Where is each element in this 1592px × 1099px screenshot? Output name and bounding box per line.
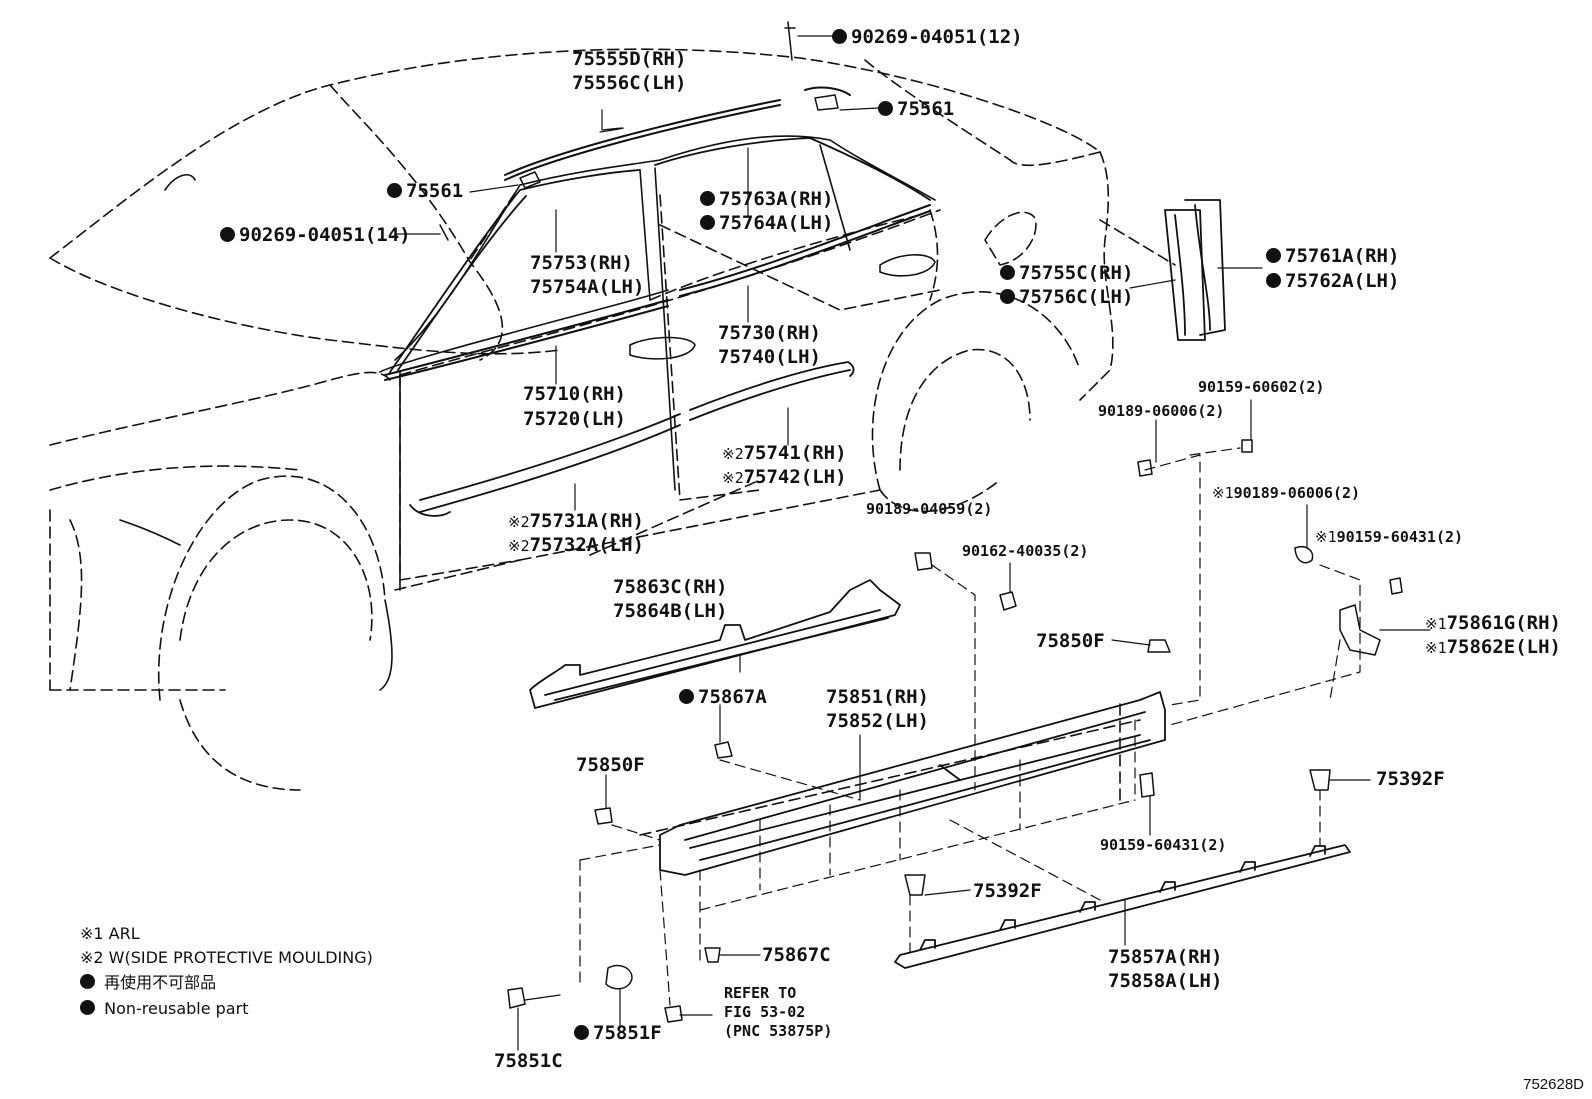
roof-moulding [504,86,851,181]
non-reusable-dot-icon [220,227,235,242]
part-label-75561-left: 75561 [387,180,463,202]
figure-id: 752628D [1523,1076,1584,1093]
part-label-75864b-lh: 75864B(LH) [613,600,728,622]
part-label-75556c-lh: 75556C(LH) [572,72,687,94]
legend-jp: 再使用不可部品 [80,973,216,993]
part-label-75851f: 75851F [574,1022,662,1044]
non-reusable-dot-icon [80,974,95,989]
non-reusable-dot-icon [832,29,847,44]
leader-lines [394,35,1431,1051]
non-reusable-dot-icon [1000,265,1015,280]
part-label-90269-04051-14: 90269-04051(14) [220,224,411,246]
part-label-75851c: 75851C [494,1050,563,1072]
part-label-90159-60431: 90159-60431(2) [1100,836,1227,854]
part-label-75861g-rh: ※175861G(RH) [1425,612,1561,634]
part-label-75710-rh: 75710(RH) [523,383,626,405]
part-label-75731a-rh: ※275731A(RH) [508,510,644,532]
door-lines [119,135,936,691]
part-label-75851-rh: 75851(RH) [826,686,929,708]
part-label-75730-rh: 75730(RH) [718,322,821,344]
part-label-75740-lh: 75740(LH) [718,346,821,368]
part-label-75720-lh: 75720(LH) [523,408,626,430]
part-label-75850f-left: 75850F [576,754,645,776]
part-label-75754a-lh: 75754A(LH) [530,276,645,298]
rocker-inner-moulding [894,844,1351,969]
legend-arl: ※1 ARL [80,924,140,943]
assembly-guides [579,447,1361,1006]
part-label-75863c-rh: 75863C(RH) [613,576,728,598]
part-label-75867a: 75867A [679,686,767,708]
part-label-75392f-right: 75392F [1376,768,1445,790]
rocker-panel-main [659,691,1166,876]
part-label-75858a-lh: 75858A(LH) [1108,970,1223,992]
part-label-75741-rh: ※275741(RH) [722,442,847,464]
part-label-90269-04051-12: 90269-04051(12) [832,26,1023,48]
c-pillar-garnish [1164,199,1226,341]
legend-side-moulding: ※2 W(SIDE PROTECTIVE MOULDING) [80,948,373,967]
part-label-75857a-rh: 75857A(RH) [1108,946,1223,968]
part-label-75850f-right: 75850F [1036,630,1105,652]
non-reusable-dot-icon [1000,289,1015,304]
part-label-90189-04059: 90189-04059(2) [866,500,993,518]
non-reusable-dot-icon [700,191,715,206]
non-reusable-dot-icon [878,101,893,116]
non-reusable-dot-icon [1266,273,1281,288]
part-label-75742-lh: ※275742(LH) [722,466,847,488]
side-protective-moulding [409,361,855,517]
brackets-and-clips [439,21,1403,1023]
part-label-75561-top: 75561 [878,98,954,120]
non-reusable-dot-icon [679,689,694,704]
rocker-garnish-upper [529,579,901,709]
part-label-75753-rh: 75753(RH) [530,252,633,274]
non-reusable-dot-icon [574,1025,589,1040]
part-label-75761a-rh: 75761A(RH) [1266,245,1399,267]
part-label-75756c-lh: 75756C(LH) [1000,286,1133,308]
part-label-75764a-lh: 75764A(LH) [700,212,833,234]
part-label-90159-60602: 90159-60602(2) [1198,378,1325,396]
part-label-75867c: 75867C [762,944,831,966]
part-label-75852-lh: 75852(LH) [826,710,929,732]
part-label-90159-60431-arl: ※190159-60431(2) [1315,528,1464,546]
part-label-75755c-rh: 75755C(RH) [1000,262,1133,284]
part-label-90162-40035: 90162-40035(2) [962,542,1089,560]
part-label-90189-06006: 90189-06006(2) [1098,402,1225,420]
refer-note-line3: (PNC 53875P) [724,1022,833,1040]
non-reusable-dot-icon [387,183,402,198]
non-reusable-dot-icon [700,215,715,230]
part-label-75555d-rh: 75555D(RH) [572,48,687,70]
refer-note-line2: FIG 53-02 [724,1003,806,1021]
non-reusable-dot-icon [1266,248,1281,263]
part-label-75392f-mid: 75392F [973,880,1042,902]
window-frame-moulding [389,137,931,373]
refer-note-line1: REFER TO [724,984,797,1002]
belt-moulding-front [384,204,931,381]
part-label-75763a-rh: 75763A(RH) [700,188,833,210]
part-label-75732a-lh: ※275732A(LH) [508,534,644,556]
part-label-75862e-lh: ※175862E(LH) [1425,636,1561,658]
car-body-outline [49,48,1176,836]
non-reusable-dot-icon [80,1000,95,1015]
part-label-75762a-lh: 75762A(LH) [1266,270,1399,292]
part-label-90189-06006-arl: ※190189-06006(2) [1212,484,1361,502]
legend-non-reusable: Non-reusable part [80,999,248,1019]
